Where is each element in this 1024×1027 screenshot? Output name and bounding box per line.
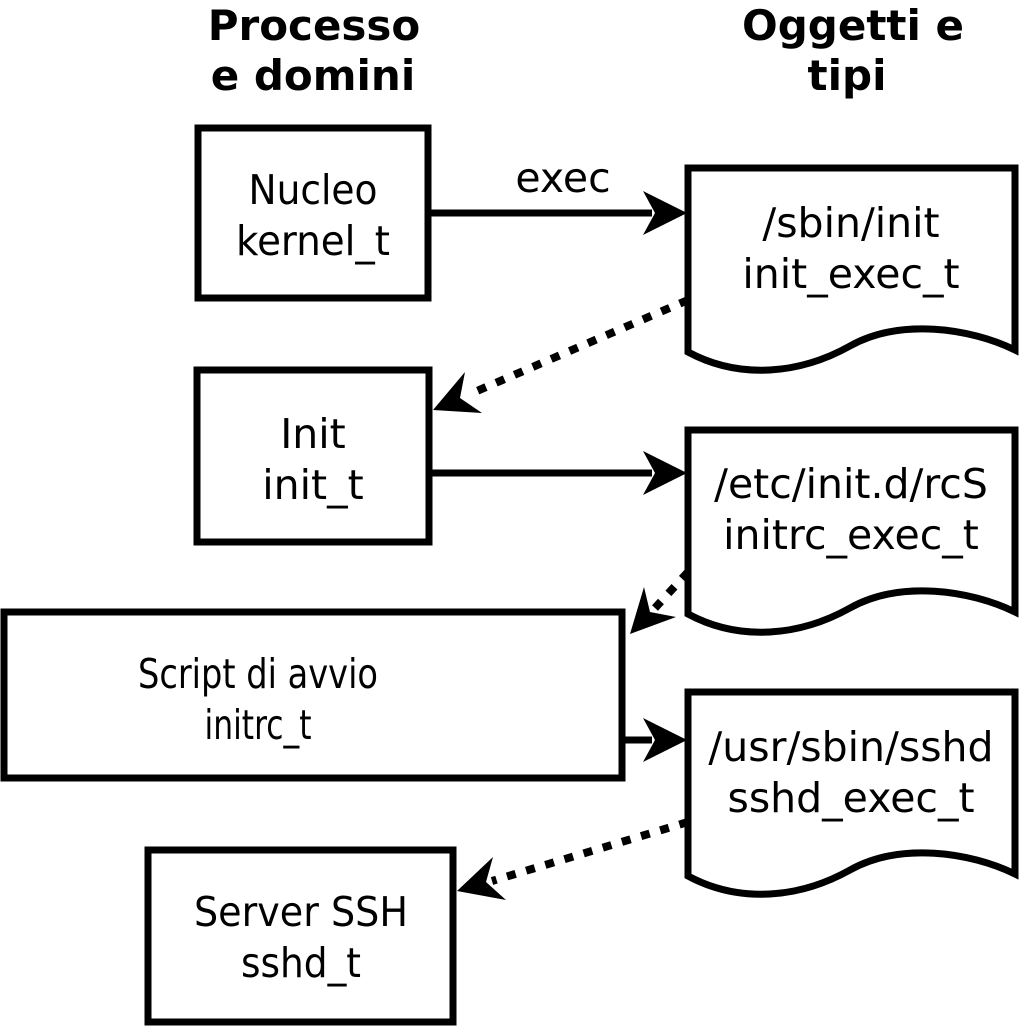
sshd-exec-doc-label: /usr/sbin/sshd	[708, 723, 993, 771]
processes-header-line1: Processo	[208, 1, 421, 50]
column-header-objects: Oggetti e tipi	[742, 1, 964, 100]
exec-arrow-1-head	[643, 191, 687, 235]
process-box-initrc: Script di avvio initrc_t	[0, 608, 626, 782]
objects-header-line1: Oggetti e	[742, 1, 964, 50]
init-box-type: init_t	[262, 461, 363, 509]
init-box-label: Init	[280, 410, 346, 458]
transition-arrow-3-head	[457, 857, 506, 900]
sshd-box-label: Server SSH	[194, 888, 408, 936]
object-doc-init-exec: /sbin/init init_exec_t	[684, 164, 1019, 374]
transition-arrow-2-shaft	[652, 569, 691, 611]
objects-header-line2: tipi	[808, 51, 887, 100]
init-exec-doc-label: /sbin/init	[762, 199, 939, 247]
exec-arrow-3-head	[643, 718, 687, 762]
sshd-box-type: sshd_t	[241, 939, 361, 987]
initrc-box-rect	[0, 608, 626, 782]
processes-header-line2: e domini	[211, 51, 415, 100]
object-doc-initrc-exec: /etc/init.d/rcS initrc_exec_t	[684, 426, 1019, 636]
transition-arrow-3-shaft	[490, 818, 690, 885]
initrc-box-label: Script di avvio	[138, 650, 378, 698]
exec-arrow-initrc-to-sshd	[622, 718, 687, 762]
init-box-rect	[193, 366, 433, 546]
init-exec-doc-type: init_exec_t	[742, 250, 959, 298]
sshd-box-rect	[144, 846, 457, 1026]
initrc-exec-doc-label: /etc/init.d/rcS	[714, 460, 988, 508]
exec-arrow-label: exec	[515, 154, 610, 202]
process-box-init: Init init_t	[193, 366, 433, 546]
transition-arrow-to-sshd	[457, 818, 690, 900]
kernel-box-type: kernel_t	[236, 217, 390, 265]
kernel-box-label: Nucleo	[249, 166, 378, 214]
process-box-sshd: Server SSH sshd_t	[144, 846, 457, 1026]
sshd-exec-doc-type: sshd_exec_t	[727, 774, 974, 822]
object-doc-sshd-exec: /usr/sbin/sshd sshd_exec_t	[684, 688, 1019, 898]
column-header-processes: Processo e domini	[208, 1, 421, 100]
initrc-box-type: initrc_t	[205, 701, 312, 749]
transition-arrow-1-head	[433, 372, 482, 413]
transition-arrow-2-head	[630, 587, 676, 634]
process-box-kernel: Nucleo kernel_t	[194, 124, 432, 302]
exec-arrow-kernel-to-init: exec	[428, 154, 687, 235]
initrc-exec-doc-type: initrc_exec_t	[723, 511, 979, 559]
transition-arrow-to-initrc	[630, 569, 691, 634]
sshd-exec-doc-shape	[684, 688, 1019, 898]
exec-arrow-init-to-initrc	[429, 451, 687, 495]
exec-arrow-2-head	[643, 451, 687, 495]
transition-arrow-to-init	[433, 296, 690, 413]
initrc-exec-doc-shape	[684, 426, 1019, 636]
init-exec-doc-shape	[684, 164, 1019, 374]
